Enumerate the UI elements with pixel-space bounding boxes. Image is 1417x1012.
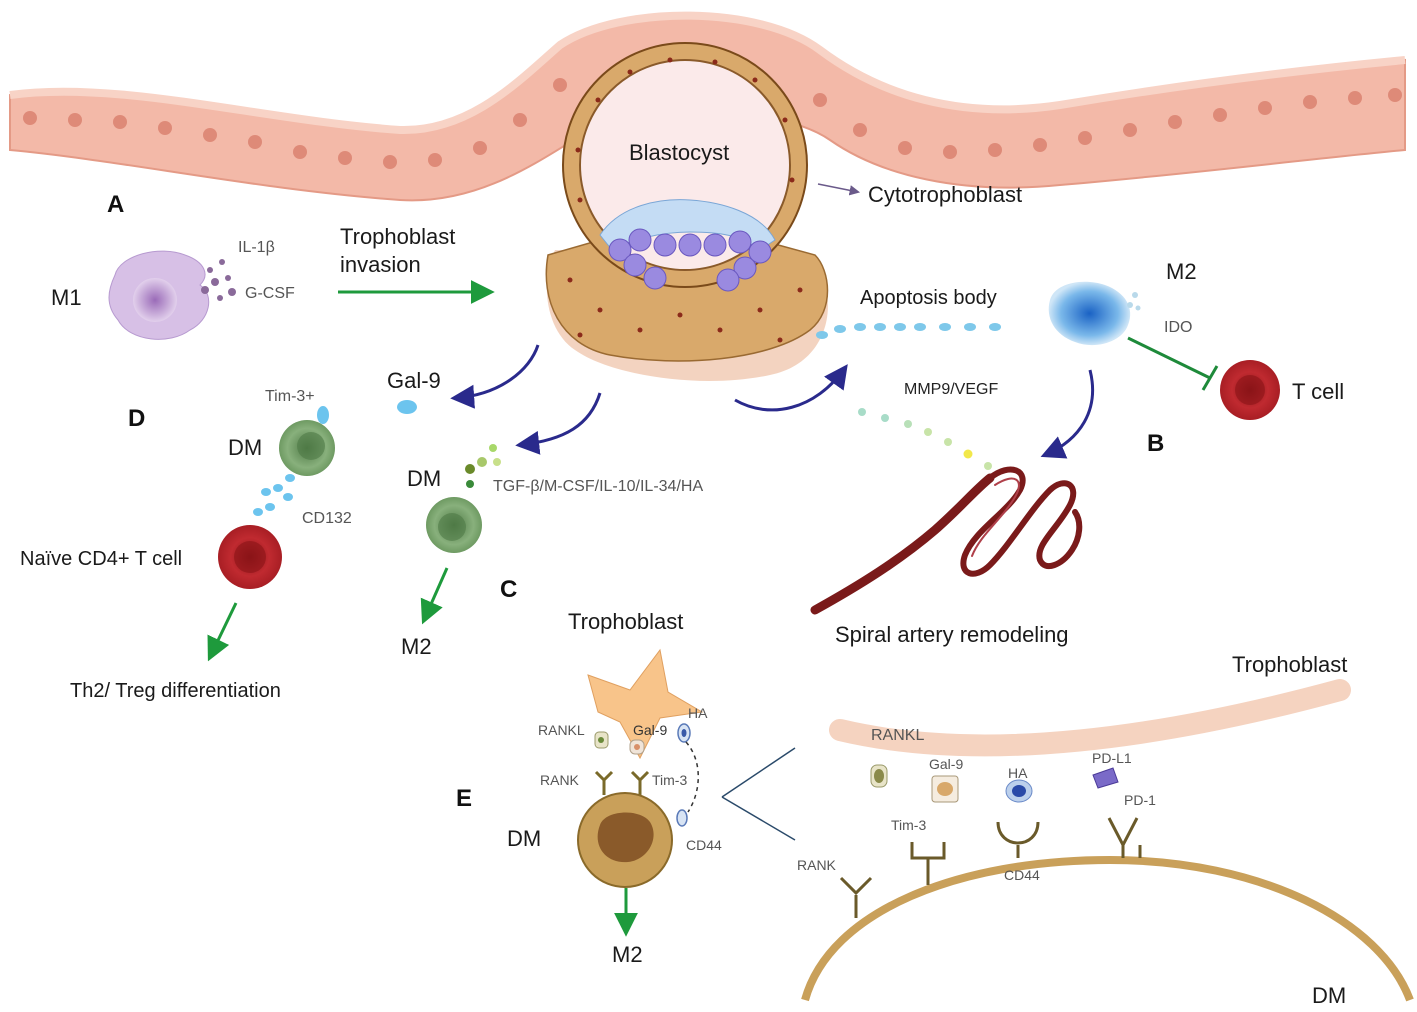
cd44-label-e: CD44: [686, 837, 722, 853]
ha-label-e: HA: [688, 705, 708, 721]
gcsf-label: G-CSF: [245, 285, 295, 302]
cd132-label: CD132: [302, 510, 352, 527]
m2-macrophage-b: [1048, 281, 1131, 346]
t-cell-label: T cell: [1292, 379, 1344, 404]
rankl-label-zoom: RANKL: [871, 727, 924, 744]
zoom-wedge: [721, 747, 796, 841]
tim3-plus-label: Tim-3+: [265, 388, 315, 405]
cd44-label-zoom: CD44: [1004, 867, 1040, 883]
panel-c-label: C: [500, 576, 517, 603]
trophoblast-invasion-label-2: invasion: [340, 252, 421, 277]
trophoblast-invasion-label-1: Trophoblast: [340, 224, 455, 249]
il1b-label: IL-1β: [238, 239, 275, 256]
factors-arrow: [515, 392, 602, 455]
m1-macrophage: [108, 250, 210, 340]
dm-label-c: DM: [407, 466, 441, 491]
tim3-receptor: [317, 406, 329, 424]
factors-label: TGF-β/M-CSF/IL-10/IL-34/HA: [493, 478, 703, 495]
gal9-label-e: Gal-9: [633, 722, 667, 738]
blastocyst-label: Blastocyst: [629, 140, 729, 165]
dm-cell-c: [426, 497, 482, 553]
dm-to-m2-arrow-c: [420, 567, 449, 625]
trophoblast-label-zoom: Trophoblast: [1232, 652, 1347, 677]
pd1-label-zoom: PD-1: [1124, 792, 1156, 808]
spiral-artery-label: Spiral artery remodeling: [835, 622, 1069, 647]
dm-cell-e: [577, 792, 673, 888]
rank-label-e: RANK: [540, 772, 580, 788]
spiral-artery: [810, 466, 1083, 615]
mmp9-vegf-label: MMP9/VEGF: [904, 381, 998, 398]
pdl1-label-zoom: PD-L1: [1092, 750, 1132, 766]
ha-cd44-link: [685, 741, 699, 813]
th2-treg-label: Th2/ Treg differentiation: [70, 680, 281, 702]
m1-cytokines: [201, 259, 236, 301]
ligands-zoom: [870, 764, 1119, 803]
dm-membrane-zoom: [801, 855, 1414, 1002]
trophoblast-to-artery-arrow: [734, 364, 848, 412]
gal9-arrow: [450, 344, 540, 409]
trophoblast-label-e: Trophoblast: [568, 609, 683, 634]
dm-cell-d: [279, 420, 335, 476]
panel-e-label: E: [456, 785, 472, 812]
panel-b-label: B: [1147, 430, 1164, 457]
m2-label-c: M2: [401, 634, 432, 659]
m2-to-artery-arrow: [1040, 369, 1095, 459]
m2-label-e: M2: [612, 942, 643, 967]
apoptosis-body-dots: [816, 323, 1001, 339]
cytotrophoblast-pointer: [817, 183, 861, 196]
ido-label: IDO: [1164, 319, 1192, 336]
dm-label-d: DM: [228, 435, 262, 460]
cytotrophoblast-label: Cytotrophoblast: [868, 182, 1022, 207]
dm-label-e: DM: [507, 826, 541, 851]
dm-label-zoom: DM: [1312, 983, 1346, 1008]
naive-cd4-t-cell: [218, 525, 282, 589]
rankl-label-e: RANKL: [538, 722, 585, 738]
factors-dots: [465, 444, 501, 488]
apoptosis-body-label: Apoptosis body: [860, 287, 997, 309]
ido-inhibition: [1127, 336, 1219, 391]
mmp9-vegf-dots: [858, 408, 992, 470]
panel-d-label: D: [128, 405, 145, 432]
blastocyst: [545, 42, 829, 381]
t-cell-b: [1220, 360, 1280, 420]
tim3-label-zoom: Tim-3: [891, 817, 926, 833]
gal9-molecule: [397, 400, 417, 414]
m2-secretion-dots: [1127, 292, 1141, 311]
m2-label-b: M2: [1166, 259, 1197, 284]
gal9-label: Gal-9: [387, 368, 441, 393]
gal9-label-zoom: Gal-9: [929, 756, 963, 772]
panel-a-label: A: [107, 191, 124, 218]
trophoblast-membrane-zoom: [829, 679, 1351, 757]
ha-label-zoom: HA: [1008, 765, 1028, 781]
rank-label-zoom: RANK: [797, 857, 837, 873]
receptors-e: [594, 770, 650, 795]
naive-cd4-label: Naïve CD4+ T cell: [20, 548, 182, 570]
th2-treg-arrow: [207, 602, 238, 662]
m1-label: M1: [51, 285, 82, 310]
cd132-dots: [253, 474, 295, 516]
epithelium-nuclei: [23, 78, 1402, 169]
receptors-zoom: [839, 817, 1142, 918]
tim3-label-e: Tim-3: [652, 772, 687, 788]
trophoblast-star-e: [587, 648, 704, 760]
ligands-e: [594, 723, 691, 755]
cd44-receptor-e: [676, 809, 688, 827]
